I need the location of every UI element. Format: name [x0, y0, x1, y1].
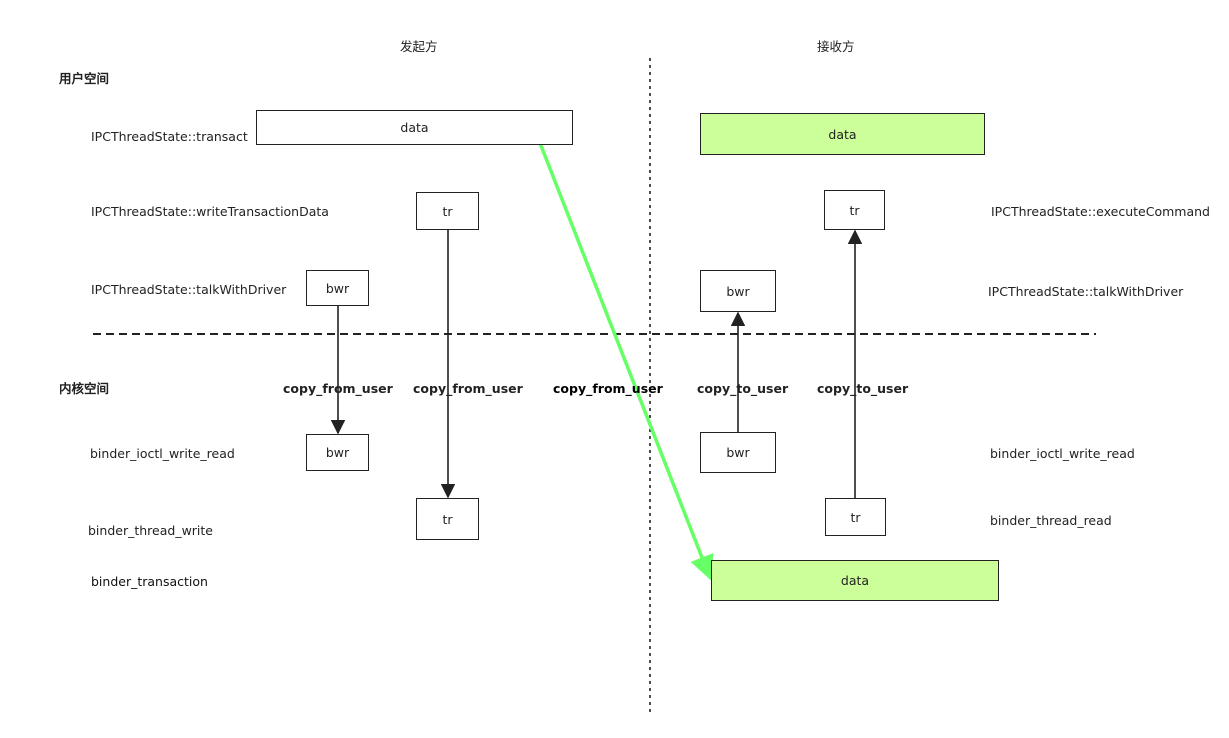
receiver-header: 接收方 [817, 39, 855, 54]
sender-data-box: data [256, 110, 573, 145]
data-transfer-arrow [538, 142, 714, 581]
sender-tr-user-box: tr [416, 192, 479, 230]
sender-bwr-kernel-box: bwr [306, 434, 369, 471]
copy-to-user-tr-label: copy_to_user [817, 381, 909, 396]
sender-bwr-user-box: bwr [306, 270, 369, 306]
copy-from-user-bwr-label: copy_from_user [283, 381, 393, 396]
receiver-data-user-box: data [700, 113, 985, 155]
receiver-bwr-user-box: bwr [700, 270, 776, 312]
sender-ioctl-write-read-label: binder_ioctl_write_read [90, 446, 235, 461]
receiver-tr-user-box: tr [824, 190, 885, 230]
sender-header: 发起方 [400, 39, 438, 54]
receiver-data-kernel-box: data [711, 560, 999, 601]
copy-to-user-bwr-label: copy_to_user [697, 381, 789, 396]
sender-thread-write-label: binder_thread_write [88, 523, 213, 538]
sender-talk-with-driver-label: IPCThreadState::talkWithDriver [91, 282, 287, 297]
receiver-thread-read-label: binder_thread_read [990, 513, 1112, 528]
kernel-space-title: 内核空间 [59, 381, 110, 396]
copy-from-user-tr-label: copy_from_user [413, 381, 523, 396]
receiver-tr-kernel-box: tr [825, 498, 886, 536]
receiver-talk-with-driver-label: IPCThreadState::talkWithDriver [988, 284, 1184, 299]
sender-binder-transaction-label: binder_transaction [91, 574, 208, 589]
receiver-execute-command-label: IPCThreadState::executeCommand [991, 204, 1210, 219]
sender-write-transaction-data-label: IPCThreadState::writeTransactionData [91, 204, 329, 219]
copy-from-user-data-label: copy_from_user [553, 381, 663, 396]
receiver-ioctl-write-read-label: binder_ioctl_write_read [990, 446, 1135, 461]
user-space-title: 用户空间 [59, 71, 110, 86]
sender-tr-kernel-box: tr [416, 498, 479, 540]
receiver-bwr-kernel-box: bwr [700, 432, 776, 473]
sender-transact-label: IPCThreadState::transact [91, 129, 248, 144]
